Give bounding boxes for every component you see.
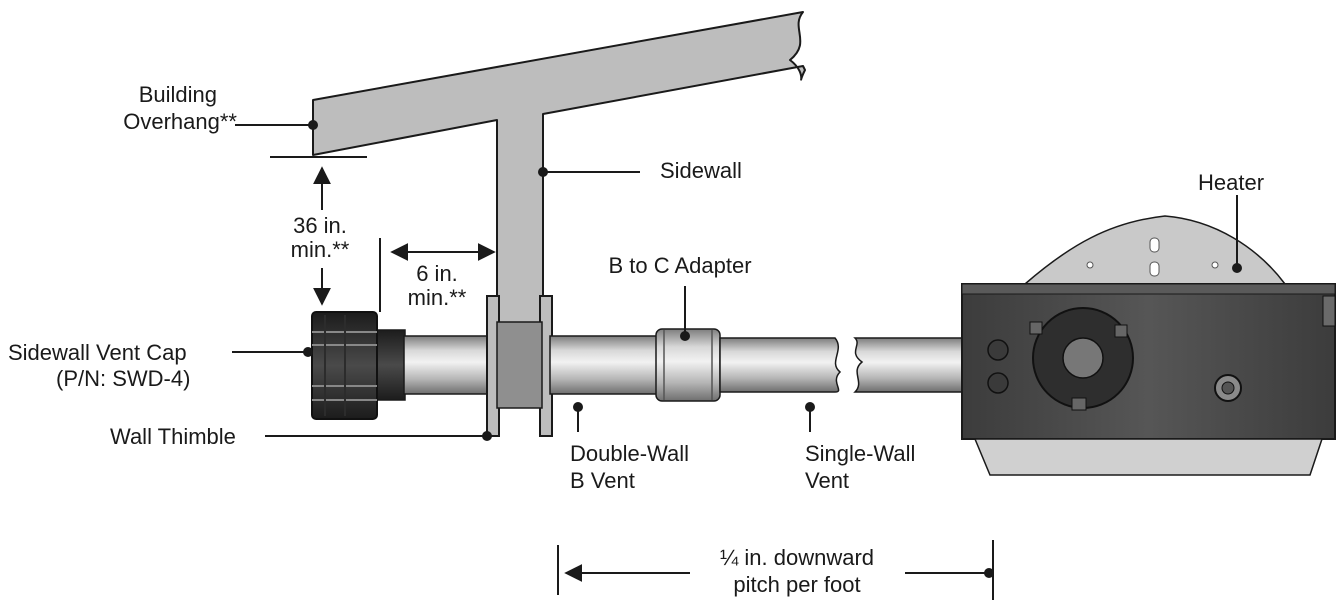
vent-cap-label-line-2: (P/N: SWD-4) [56, 366, 190, 391]
heater-blower-tab-3 [1071, 397, 1087, 411]
heater-hole-1 [1086, 261, 1094, 269]
double-wall-b-vent [549, 335, 659, 395]
vent-cap-dot [303, 347, 313, 357]
vent-pipe-assembly [374, 295, 966, 437]
clearance-36-line-2: min.** [291, 237, 350, 262]
wall-thimble-label: Wall Thimble [110, 424, 236, 449]
clearance-6-line-2: min.** [408, 285, 467, 310]
heater-blower-hub [1062, 337, 1104, 379]
heater-hole-2 [1211, 261, 1219, 269]
text-labels: Building Overhang** Sidewall Heater 36 i… [8, 82, 1264, 597]
single-wall-label-line-1: Single-Wall [805, 441, 915, 466]
pitch-label-line-2: pitch per foot [733, 572, 860, 597]
sidewall-dot [538, 167, 548, 177]
vent-pipe-outside [403, 335, 495, 395]
heater-gas-fitting-core [1221, 381, 1235, 395]
clearance-6-line-1: 6 in. [416, 261, 458, 286]
adapter-label: B to C Adapter [608, 253, 751, 278]
heater-blower-tab-1 [1029, 321, 1043, 335]
wall-thimble-sleeve [496, 321, 543, 409]
double-wall-label-line-2: B Vent [570, 468, 635, 493]
single-wall-vent-segment-1 [719, 337, 842, 393]
single-wall-label-line-2: Vent [805, 468, 849, 493]
heater-label: Heater [1198, 170, 1264, 195]
heater-port-2 [987, 372, 1009, 394]
heater-cabinet [961, 283, 1336, 440]
double-wall-dot [573, 402, 583, 412]
heater-port-1 [987, 339, 1009, 361]
single-wall-vent-segment-2 [853, 337, 966, 393]
heater-bottom-plate [973, 438, 1324, 476]
heater-top-rail [961, 283, 1336, 295]
heater-dot [1232, 263, 1242, 273]
pitch-dot [984, 568, 994, 578]
building-overhang-shape [312, 11, 806, 376]
heater-unit [961, 215, 1336, 476]
double-wall-label-line-1: Double-Wall [570, 441, 689, 466]
overhang-dot [308, 120, 318, 130]
heater-blower-tab-2 [1114, 324, 1128, 338]
thimble-dot [482, 431, 492, 441]
cap-collar [374, 329, 406, 401]
heater-slot-1 [1149, 237, 1160, 253]
overhang-label-line-1: Building [139, 82, 217, 107]
heater-side-bracket [1322, 295, 1336, 327]
clearance-36-line-1: 36 in. [293, 213, 347, 238]
sidewall-label: Sidewall [660, 158, 742, 183]
heater-slot-2 [1149, 261, 1160, 277]
callout-dots [303, 120, 1242, 578]
sidewall-vent-cap [311, 311, 378, 420]
building-structure [312, 11, 806, 376]
adapter-dot [680, 331, 690, 341]
vent-cap-label-line-1: Sidewall Vent Cap [8, 340, 187, 365]
single-wall-dot [805, 402, 815, 412]
overhang-label-line-2: Overhang** [123, 109, 237, 134]
pitch-label-line-1: ¼ in. downward [720, 545, 874, 570]
callout-lines [232, 124, 1238, 600]
